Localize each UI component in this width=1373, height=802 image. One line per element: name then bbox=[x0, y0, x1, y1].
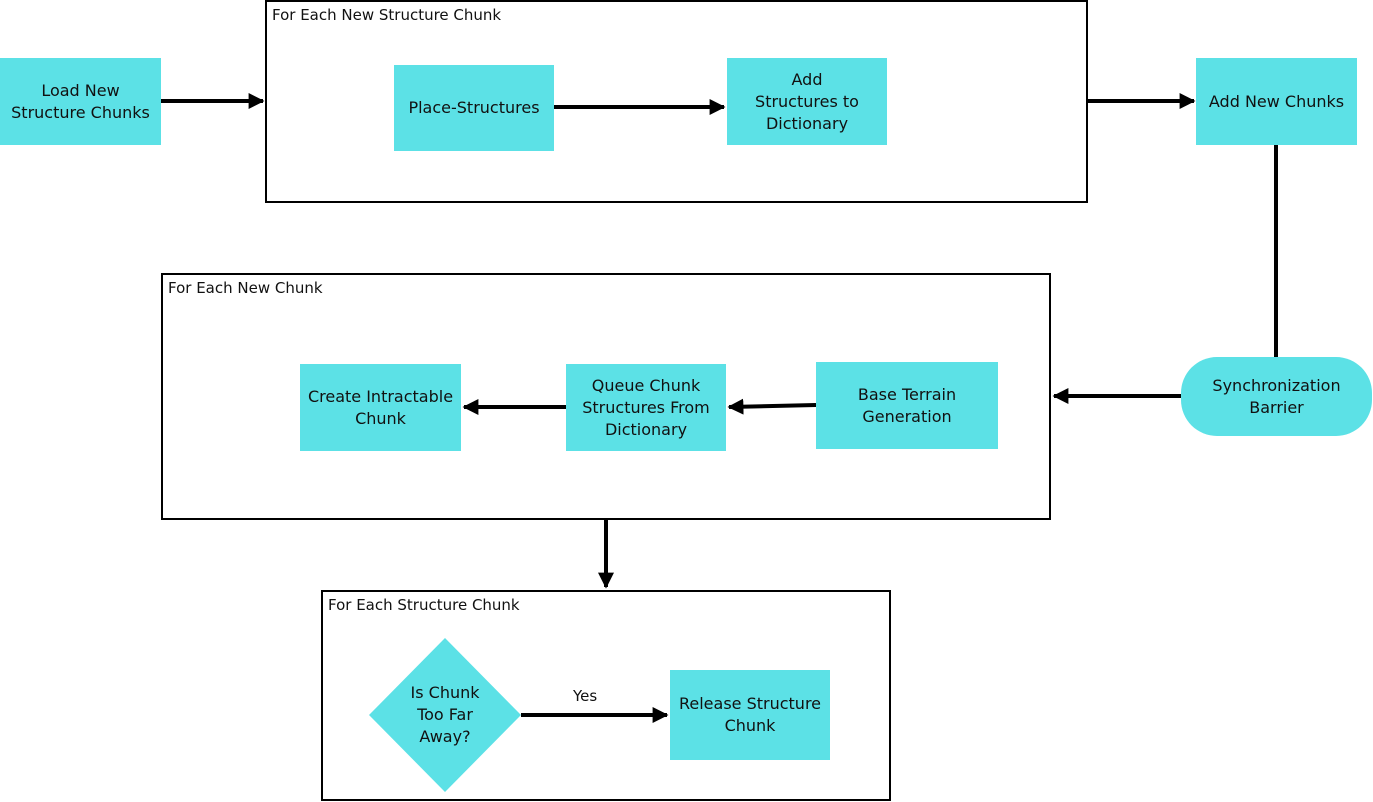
frame-for-each-new-chunk: For Each New Chunk bbox=[161, 273, 1051, 520]
decision-label: Is Chunk Too Far Away? bbox=[410, 683, 480, 746]
node-add-new-chunks: Add New Chunks bbox=[1196, 58, 1357, 145]
edge-terrain-to-queue bbox=[727, 398, 817, 415]
frame-label: For Each New Structure Chunk bbox=[272, 6, 502, 24]
node-queue-chunk-structures: Queue Chunk Structures From Dictionary bbox=[566, 364, 726, 451]
node-create-intractable-chunk: Create Intractable Chunk bbox=[300, 364, 461, 451]
node-place-structures: Place-Structures bbox=[394, 65, 554, 151]
node-base-terrain-generation: Base Terrain Generation bbox=[816, 362, 998, 449]
frame-label: For Each New Chunk bbox=[168, 279, 323, 297]
decision-diamond-shape bbox=[369, 638, 521, 792]
decision-is-chunk-too-far-away: Is Chunk Too Far Away? bbox=[369, 638, 521, 792]
node-release-structure-chunk: Release Structure Chunk bbox=[670, 670, 830, 760]
node-synchronization-barrier: Synchronization Barrier bbox=[1181, 357, 1372, 436]
edge-label-yes: Yes bbox=[573, 687, 598, 705]
frame-for-each-new-structure-chunk: For Each New Structure Chunk bbox=[265, 0, 1088, 203]
node-add-structures-to-dictionary: Add Structures to Dictionary bbox=[727, 58, 887, 145]
frame-for-each-structure-chunk: For Each Structure Chunk bbox=[321, 590, 891, 801]
node-load-new-structure-chunks: Load New Structure Chunks bbox=[0, 58, 161, 145]
frame-label: For Each Structure Chunk bbox=[328, 596, 520, 614]
